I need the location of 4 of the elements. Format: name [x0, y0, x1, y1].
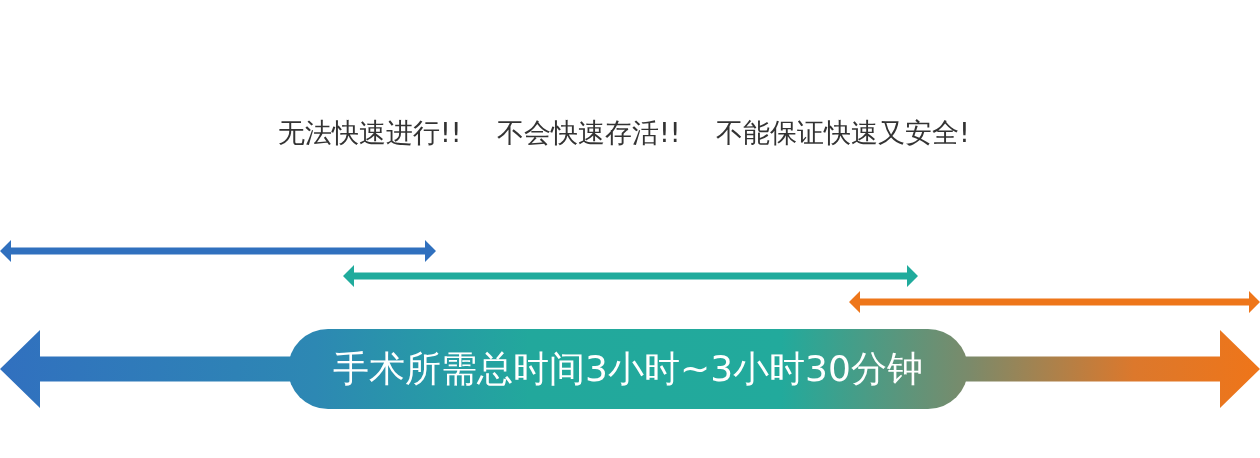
warning-text: 无法快速进行!!: [278, 118, 462, 148]
warning-text: 不会快速存活!!: [497, 118, 681, 148]
duration-text: 手术所需总时间3小时~3小时30分钟: [333, 349, 923, 389]
warning-text: 不能保证快速又安全!: [716, 118, 970, 148]
